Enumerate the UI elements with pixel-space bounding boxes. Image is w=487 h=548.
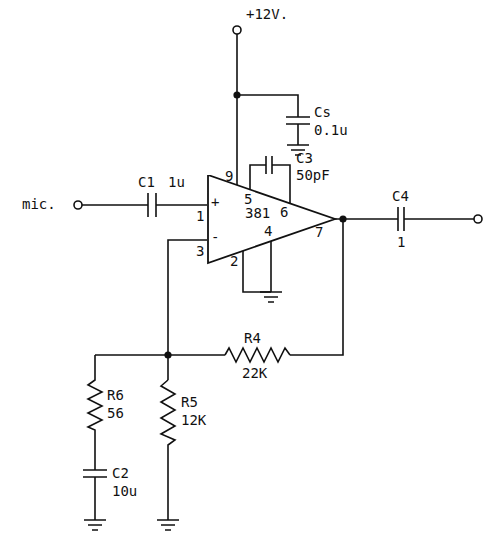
part-value: 10u [112,483,137,499]
pin-number: 2 [230,253,238,269]
pin-number: 6 [280,204,288,220]
ground-symbol [260,292,282,302]
part-name: Cs [314,104,331,120]
pin-sign: - [211,229,219,245]
part-name: R6 [107,387,124,403]
pin-sign: + [211,194,219,210]
part-name: C3 [296,150,313,166]
resistor-symbol [161,380,175,520]
supply-label: +12V. [246,6,288,22]
pin-number: 7 [315,224,323,240]
part-name: R5 [181,394,198,410]
resistor-symbol [83,355,107,520]
pin-number: 3 [196,243,204,259]
capacitor-symbol [82,193,207,217]
part-number: 381 [245,205,270,221]
part-value: 1 [397,234,405,250]
part-value: 22K [242,365,267,381]
input-terminal [74,201,82,209]
supply-wire [236,34,238,186]
capacitor-symbol [237,95,310,145]
part-name: R4 [244,330,261,346]
signal-name: mic. [22,196,56,212]
pin-number: 1 [196,208,204,224]
part-value: 56 [107,405,124,421]
pin-number: 5 [244,191,252,207]
part-value: 0.1u [314,122,348,138]
opamp-triangle: 381 [207,175,335,263]
ground-symbol [84,520,106,530]
pin-number: 9 [225,168,233,184]
capacitor-symbol [335,207,474,231]
part-value: 12K [181,412,206,428]
opamp-outline [207,175,337,265]
output-terminal [474,215,482,223]
part-value: 50pF [296,167,330,183]
part-name: C2 [112,465,129,481]
feedback-wire [95,219,343,380]
ground-symbol [157,520,179,530]
junction-dot [165,352,171,358]
supply-terminal [233,26,241,34]
part-name: C4 [392,188,409,204]
pin-number: 4 [264,223,272,239]
part-value: 1u [168,174,185,190]
part-name: C1 [138,174,155,190]
resistor-symbol [225,348,290,362]
